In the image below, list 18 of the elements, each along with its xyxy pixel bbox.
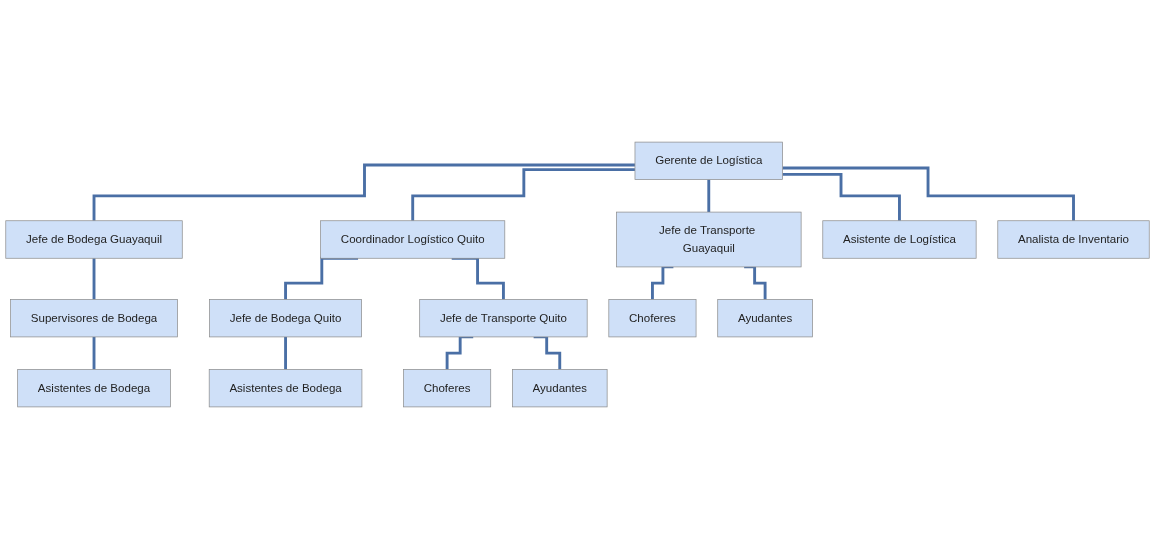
connector [707, 178, 711, 214]
node-box [616, 211, 802, 268]
node-box [419, 299, 588, 338]
node-box [5, 220, 183, 259]
node-box [717, 299, 813, 338]
node-box [634, 141, 783, 180]
node-box [608, 299, 697, 338]
node-box [208, 369, 363, 408]
connector [284, 335, 287, 371]
node-box [10, 299, 178, 338]
node-box [403, 369, 492, 408]
node-box [209, 299, 362, 338]
node-box [512, 369, 608, 408]
connector [92, 335, 96, 371]
node-box [822, 220, 977, 259]
node-box [997, 220, 1150, 259]
node-box [17, 369, 171, 408]
node-box [320, 220, 506, 259]
